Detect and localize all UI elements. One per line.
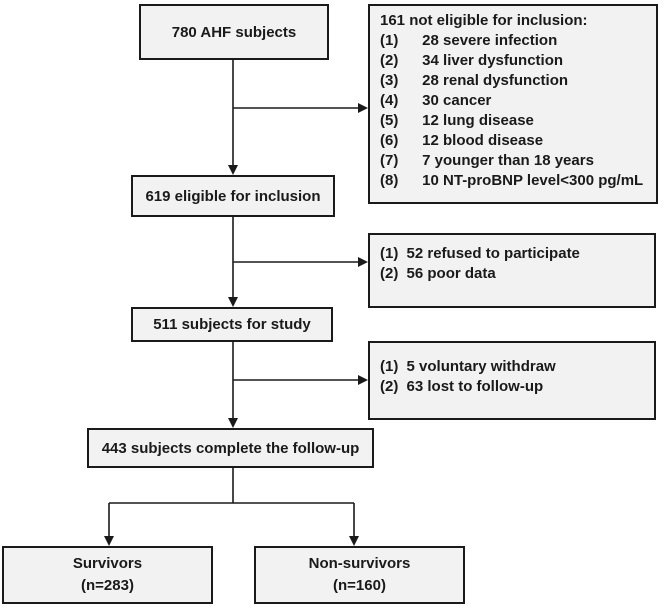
exclusion-item: (8) 10 NT-proBNP level<300 pg/mL: [380, 171, 646, 191]
nonsurvivors-count: (n=160): [333, 577, 386, 594]
exclusion-item-text: 5 voluntary withdraw: [406, 358, 556, 375]
exclusion-item-number: (6): [380, 132, 399, 149]
node-study: 511 subjects for study: [131, 307, 333, 342]
exclusion-item-number: (7): [380, 152, 399, 169]
exclusion-item-text: 28 renal dysfunction: [422, 72, 569, 89]
exclusion-item: (4) 30 cancer: [380, 91, 646, 111]
exclusion-item: (1) 5 voluntary withdraw: [380, 357, 644, 377]
exclusion-item: (2) 34 liver dysfunction: [380, 51, 646, 71]
survivors-count: (n=283): [81, 577, 134, 594]
node-survivors: Survivors (n=283): [2, 546, 213, 604]
exclusion-item-text: 56 poor data: [406, 265, 496, 282]
exclusion-item-number: (5): [380, 112, 399, 129]
exclusion-item-number: (1): [380, 245, 399, 262]
exclusion-item: (3) 28 renal dysfunction: [380, 71, 646, 91]
exclusion-item-text: 12 blood disease: [422, 132, 544, 149]
exclusion-item-number: (2): [380, 378, 399, 395]
exclusion-item-text: 12 lung disease: [422, 112, 534, 129]
exclusion-2-list: (1) 52 refused to participate(2) 56 poor…: [380, 244, 644, 284]
exclusion-box-1: 161 not eligible for inclusion: (1) 28 s…: [368, 4, 658, 204]
exclusion-item: (2) 63 lost to follow-up: [380, 377, 644, 397]
exclusion-item: (6) 12 blood disease: [380, 131, 646, 151]
node-study-label: 511 subjects for study: [153, 316, 311, 333]
exclusion-item-number: (2): [380, 52, 399, 69]
exclusion-item-number: (3): [380, 72, 399, 89]
exclusion-item-text: 7 younger than 18 years: [422, 152, 594, 169]
node-subjects-label: 780 AHF subjects: [171, 23, 297, 41]
exclusion-item-number: (1): [380, 358, 399, 375]
exclusion-item-text: 34 liver dysfunction: [422, 52, 564, 69]
node-nonsurvivors: Non-survivors (n=160): [254, 546, 465, 604]
nonsurvivors-label: Non-survivors: [308, 555, 411, 572]
node-eligible: 619 eligible for inclusion: [131, 175, 335, 217]
node-complete-label: 443 subjects complete the follow-up: [101, 439, 360, 457]
exclusion-1-list: (1) 28 severe infection(2) 34 liver dysf…: [380, 31, 646, 191]
exclusion-item: (1) 52 refused to participate: [380, 244, 644, 264]
survivors-label: Survivors: [72, 555, 143, 572]
exclusion-item-number: (1): [380, 32, 399, 49]
exclusion-item-text: 10 NT-proBNP level<300 pg/mL: [422, 172, 644, 189]
exclusion-item-text: 52 refused to participate: [406, 245, 580, 262]
exclusion-item-number: (4): [380, 92, 399, 109]
exclusion-item: (2) 56 poor data: [380, 264, 644, 284]
node-eligible-label: 619 eligible for inclusion: [145, 187, 321, 205]
exclusion-item-number: (8): [380, 172, 399, 189]
exclusion-item: (7) 7 younger than 18 years: [380, 151, 646, 171]
exclusion-box-2: (1) 52 refused to participate(2) 56 poor…: [368, 233, 656, 308]
exclusion-item: (5) 12 lung disease: [380, 111, 646, 131]
exclusion-3-list: (1) 5 voluntary withdraw(2) 63 lost to f…: [380, 357, 644, 397]
exclusion-item: (1) 28 severe infection: [380, 31, 646, 51]
exclusion-box-3: (1) 5 voluntary withdraw(2) 63 lost to f…: [368, 341, 656, 420]
exclusion-1-title: 161 not eligible for inclusion:: [380, 12, 588, 29]
exclusion-item-number: (2): [380, 265, 399, 282]
node-complete: 443 subjects complete the follow-up: [87, 428, 374, 468]
node-subjects: 780 AHF subjects: [139, 4, 329, 60]
exclusion-item-text: 63 lost to follow-up: [406, 378, 544, 395]
exclusion-item-text: 28 severe infection: [422, 32, 558, 49]
exclusion-item-text: 30 cancer: [422, 92, 492, 109]
